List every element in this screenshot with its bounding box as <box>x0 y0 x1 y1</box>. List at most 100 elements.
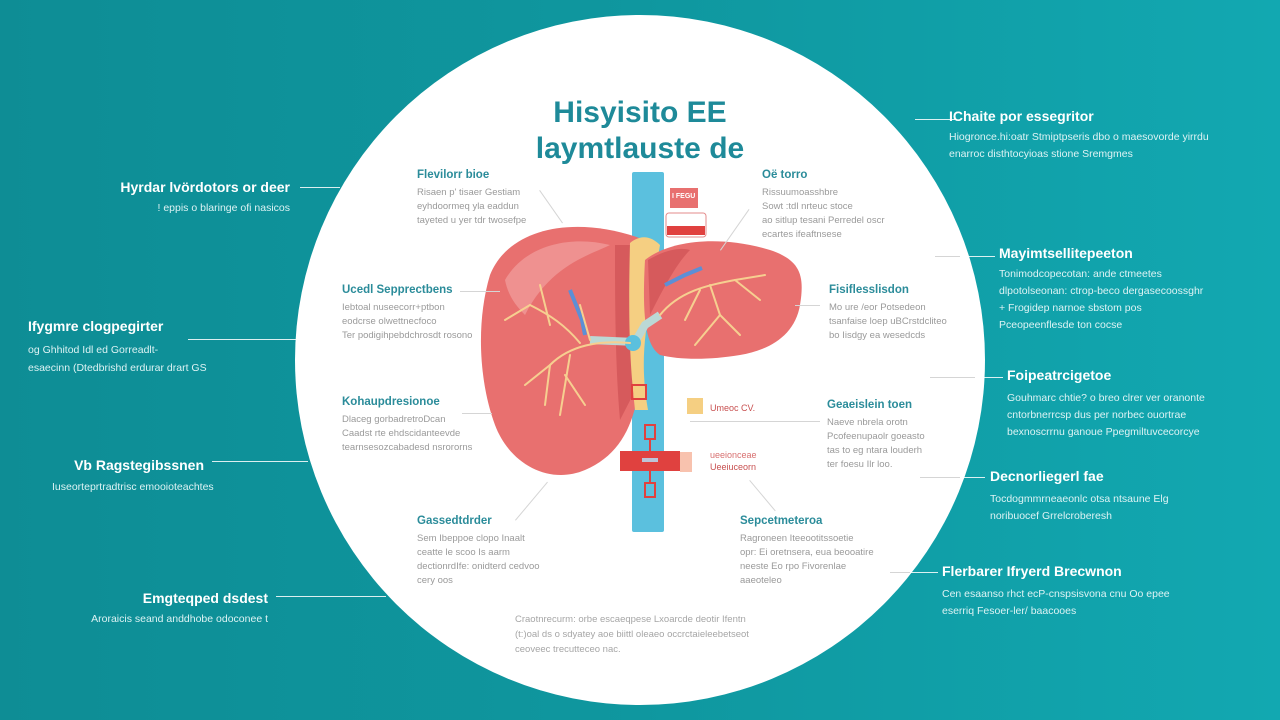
inner-left-body-1a: Risaen p' tisaer Gestiam <box>417 187 521 198</box>
outer-right-heading-2: Mayimtsellitepeeton <box>999 245 1133 261</box>
inner-right-label-2: Fisiflesslisdon Mo ure /eor Potsedeon ts… <box>829 283 947 343</box>
outer-left-heading-2: Ifygmre clogpegirter <box>28 318 164 334</box>
outer-right-label-5: Flerbarer Ifryerd Brecwnon Cen esaanso r… <box>942 562 1170 620</box>
pointer-line <box>690 421 820 422</box>
outer-left-label-2: Ifygmre clogpegirter og Ghhitod Idl ed G… <box>28 317 207 377</box>
outer-right-body-4a: Tocdogmmrneaeonlc otsa ntsaune Elg <box>990 493 1169 505</box>
inner-right-heading-1: Oë torro <box>762 169 808 181</box>
outer-left-label-1: Hyrdar lvördotors or deer ! eppis o blar… <box>120 178 290 217</box>
outer-left-label-3: Vb Ragstegibssnen <box>74 456 204 474</box>
inner-right-label-4: Sepcetmeteroa Ragroneen Iteeootitssoetie… <box>740 514 874 588</box>
footnote-line-1: Craotnrecurm: orbe escaeqpese Lxoarcde d… <box>515 614 746 625</box>
inner-right-body-4d: aaeoteleo <box>740 575 782 586</box>
inner-right-body-2a: Mo ure /eor Potsedeon <box>829 302 926 313</box>
pointer-line <box>462 413 492 414</box>
inner-left-body-4d: cery oos <box>417 575 453 586</box>
connector-line <box>910 572 938 573</box>
outer-right-heading-1: IChaite por essegritor <box>949 108 1094 124</box>
inner-right-body-3a: Naeve nbrela orotn <box>827 417 908 428</box>
inner-right-body-1a: Rissuumoasshbre <box>762 187 839 198</box>
outer-right-label-1: IChaite por essegritor Hiogronce.hi:oatr… <box>949 107 1209 163</box>
inner-left-label-1: Flevilorr bioe Risaen p' tisaer Gestiam … <box>417 168 526 228</box>
outer-right-body-2d: Pceopeenflesde ton cocse <box>999 319 1123 331</box>
outer-right-label-3: Foipeatrcigetoe Gouhmarc chtie? o breo c… <box>1007 366 1205 441</box>
outer-left-body-1: ! eppis o blaringe ofi nasicos <box>157 202 291 214</box>
inner-left-body-3b: Caadst rte ehdscidanteevde <box>342 428 461 439</box>
outer-right-label-2: Mayimtsellitepeeton Tonimodcopecotan: an… <box>999 244 1203 334</box>
inner-right-body-4a: Ragroneen Iteeootitssoetie <box>740 533 854 544</box>
inner-right-body-4c: neeste Eo rpo Fivorenlae <box>740 561 847 572</box>
connector-line <box>960 256 995 257</box>
yellow-tag-label: Umeoc CV. <box>710 403 756 413</box>
inner-right-body-1c: ao sitlup tesani Perredel oscr <box>762 215 885 226</box>
top-marker-tag: I FEGU <box>672 193 696 200</box>
outer-right-heading-4: Decnorliegerl fae <box>990 468 1104 484</box>
inner-left-label-2: Ucedl Sepprectbens Iebtoal nuseecorr+ptb… <box>342 283 472 343</box>
inner-right-body-3b: Pcofeenupaolr goeasto <box>827 431 925 442</box>
title-line-2: laymtlauste de <box>535 132 745 165</box>
footnote: Craotnrecurm: orbe escaeqpese Lxoarcde d… <box>515 612 749 657</box>
outer-right-body-1a: Hiogronce.hi:oatr Stmiptpseris dbo o mae… <box>949 131 1209 143</box>
inner-right-body-1d: ecartes ifeaftnsese <box>762 229 842 240</box>
pointer-line <box>795 305 820 306</box>
inner-right-body-3d: ter foesu Ilr loo. <box>827 459 893 470</box>
outer-left-heading-1: Hyrdar lvördotors or deer <box>120 179 290 195</box>
outer-right-body-2b: dlpotolseonan: ctrop-beco dergasecoossgh… <box>999 285 1204 297</box>
connector-line <box>276 596 386 597</box>
title-line-1: Hisyisito EE <box>553 96 727 129</box>
pointer-line <box>460 291 500 292</box>
connector-line <box>890 572 910 573</box>
outer-right-body-2a: Tonimodcopecotan: ande ctmeetes <box>999 268 1162 280</box>
connector-line <box>935 256 960 257</box>
outer-left-body-3: Iuseorteprtradtrisc emooioteachtes <box>52 481 214 493</box>
inner-right-body-3c: tas to eg ntara louderh <box>827 445 923 456</box>
outer-right-body-3b: cntorbnerrcsp dus per norbec ouortrae <box>1007 409 1187 421</box>
inner-left-body-4c: dectionrdIfe: onidterd cedvoo <box>417 561 540 572</box>
outer-right-body-5b: eserriq Fesoer-ler/ baacooes <box>942 605 1077 617</box>
inner-right-body-2b: tsanfaise loep uBCrstdcliteo <box>829 316 947 327</box>
connector-line <box>188 339 296 340</box>
outer-right-heading-3: Foipeatrcigetoe <box>1007 367 1112 383</box>
inner-left-body-3a: Dlaceg gorbadretroDcan <box>342 414 446 425</box>
outer-right-body-3a: Gouhmarc chtie? o breo clrer ver oranont… <box>1007 392 1205 404</box>
inner-left-body-1b: eyhdoormeq yla eaddun <box>417 201 519 212</box>
outer-left-label-4: Emgteqped dsdest Aroraicis seand anddhob… <box>91 589 268 628</box>
inner-left-label-4: Gassedtdrder Sem Ibeppoe clopo Inaalt ce… <box>417 514 540 588</box>
inner-right-heading-3: Geaeislein toen <box>827 399 913 411</box>
inner-right-body-1b: Sowt :tdl nrteuc stoce <box>762 201 853 212</box>
outer-right-heading-5: Flerbarer Ifryerd Brecwnon <box>942 563 1122 579</box>
connector-line <box>930 377 975 378</box>
outer-right-body-4b: noribuocef Grrelcroberesh <box>990 510 1112 522</box>
inner-right-heading-2: Fisiflesslisdon <box>829 284 909 296</box>
outer-left-body-2a: og Ghhitod Idl ed Gorreadlt- <box>28 344 159 356</box>
inner-left-body-2c: Ter podigihpebdchrosdt rosono <box>342 330 473 341</box>
liver-right-lobe <box>643 241 802 359</box>
peach-tag-label-2: Ueeiuceorn <box>710 462 757 472</box>
inner-left-body-2a: Iebtoal nuseecorr+ptbon <box>342 302 445 313</box>
inner-left-heading-2: Ucedl Sepprectbens <box>342 284 453 296</box>
outer-right-label-4: Decnorliegerl fae Tocdogmmrneaeonlc otsa… <box>990 467 1169 525</box>
outer-left-heading-4: Emgteqped dsdest <box>142 590 268 606</box>
inner-left-body-4a: Sem Ibeppoe clopo Inaalt <box>417 533 525 544</box>
inner-left-body-3c: tearnsesozcabadesd nsrororns <box>342 442 473 453</box>
page-title: Hisyisito EE laymtlauste de <box>440 95 840 167</box>
connector-line <box>975 377 1003 378</box>
connector-line <box>915 119 955 120</box>
inner-left-label-3: Kohaupdresionoe Dlaceg gorbadretroDcan C… <box>342 395 472 455</box>
inner-right-body-4b: opr: Ei oretnsera, eua beooatire <box>740 547 874 558</box>
inner-left-body-1c: tayeted u yer tdr twosefpe <box>417 215 527 226</box>
inner-left-heading-4: Gassedtdrder <box>417 515 492 527</box>
peach-tag-label-1: ueeionceae <box>710 450 757 460</box>
outer-left-label-3-body: Iuseorteprtradtrisc emooioteachtes <box>52 475 214 496</box>
footnote-line-3: ceoveec trecutteceo nac. <box>515 644 621 655</box>
liver-illustration <box>480 172 802 532</box>
outer-left-heading-3: Vb Ragstegibssnen <box>74 457 204 473</box>
outer-right-body-1b: enarroc disthtocyioas stione Sremgmes <box>949 148 1133 160</box>
inner-left-heading-1: Flevilorr bioe <box>417 169 490 181</box>
outer-right-body-5a: Cen esaanso rhct ecP-cnspsisvona cnu Oo … <box>942 588 1170 600</box>
outer-right-body-2c: + Frogidep narnoe sbstom pos <box>999 302 1142 314</box>
outer-left-body-2b: esaecinn (Dtedbrishd erdurar drart GS <box>28 362 207 374</box>
inner-right-heading-4: Sepcetmeteroa <box>740 515 823 527</box>
inner-left-body-4b: ceatte le scoo Is aarm <box>417 547 510 558</box>
inner-left-heading-3: Kohaupdresionoe <box>342 396 440 408</box>
